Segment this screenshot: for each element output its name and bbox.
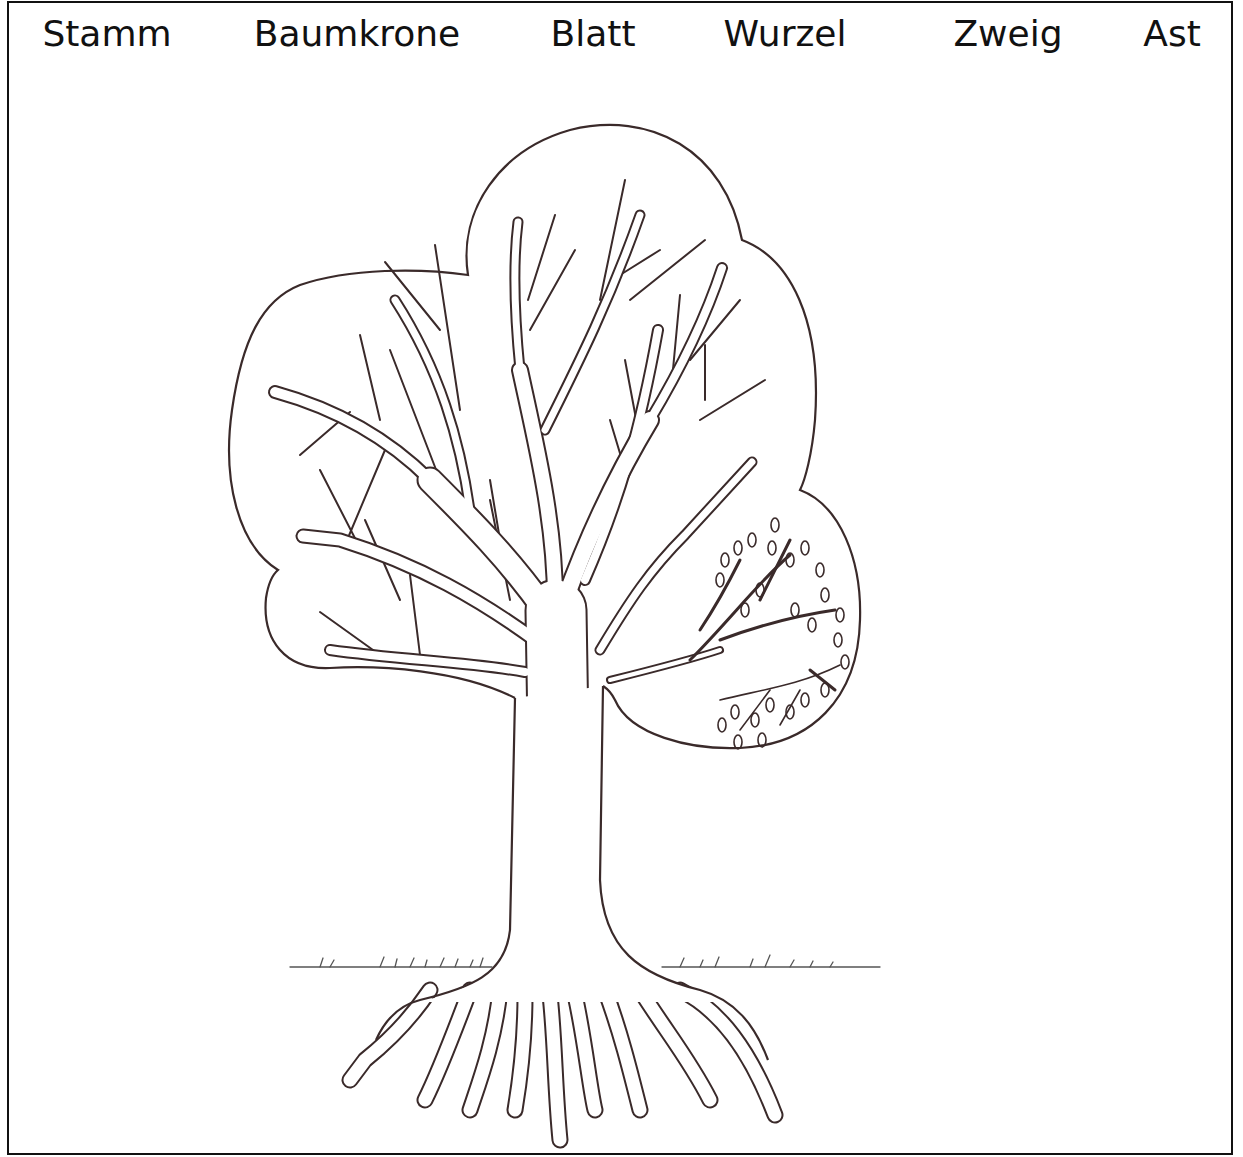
branch-outlines (275, 215, 752, 730)
word-label: Wurzel (724, 14, 847, 54)
trunk-fill (420, 686, 720, 1002)
crown-outline (229, 125, 860, 748)
root-fills (350, 990, 775, 1140)
word-bank: Stamm Baumkrone Blatt Wurzel Zweig Ast (0, 0, 1243, 120)
word-label: Stamm (42, 14, 171, 54)
word-label: Blatt (551, 14, 636, 54)
trunk-outline (376, 686, 768, 1060)
leafy-branch (690, 518, 849, 749)
word-label: Zweig (953, 14, 1062, 54)
root-outlines (350, 990, 775, 1140)
twigs (300, 180, 765, 655)
word-label: Baumkrone (254, 14, 461, 54)
page-frame (8, 2, 1232, 1154)
word-label: Ast (1143, 14, 1201, 54)
branch-fills (275, 215, 752, 730)
